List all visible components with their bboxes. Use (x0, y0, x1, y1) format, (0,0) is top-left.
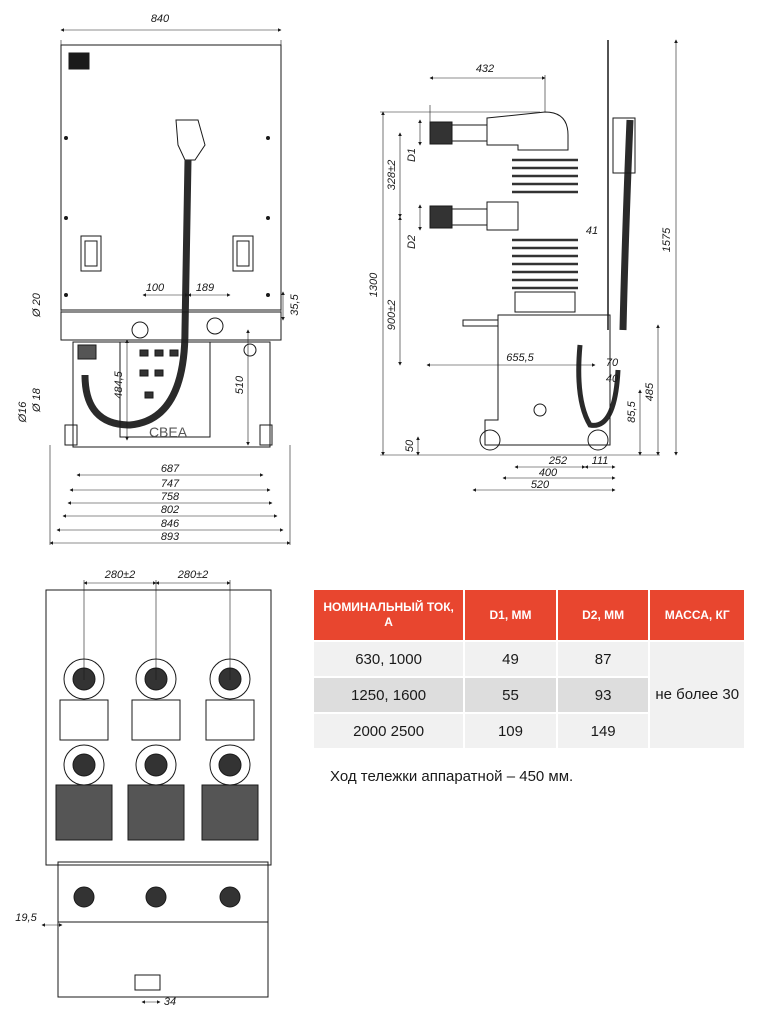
dim-100: 100 (146, 282, 165, 294)
dim-d20: Ø 20 (31, 292, 43, 318)
travel-note: Ход тележки аппаратной – 450 мм. (330, 768, 574, 785)
header-mass: МАССА, КГ (650, 590, 744, 640)
table-row: 2000 2500 109 149 (314, 714, 744, 748)
side-dimension-lines (381, 39, 678, 492)
dim-40: 40 (606, 373, 619, 385)
dim-35-5: 35,5 (289, 293, 301, 315)
cell-d2: 93 (557, 678, 649, 712)
cell-d2: 87 (557, 642, 649, 676)
pole-1 (55, 658, 113, 841)
cell-d1: 109 (465, 714, 556, 748)
bottom-dimension-labels: 280±2 280±2 19,5 34 (15, 569, 208, 1008)
dim-d2: D2 (406, 235, 418, 249)
dim-510: 510 (234, 375, 246, 394)
dim-1575: 1575 (661, 227, 673, 252)
front-dimension-labels: 840 100 189 35,5 Ø 20 484,5 510 Ø16 Ø 18… (17, 13, 301, 543)
bottom-view (45, 580, 272, 998)
front-view (49, 40, 291, 545)
dim-70: 70 (606, 357, 619, 369)
dim-758: 758 (161, 491, 180, 503)
dim-19-5: 19,5 (15, 912, 37, 924)
dim-1300: 1300 (368, 272, 380, 297)
cell-d1: 55 (465, 678, 556, 712)
dim-85-5: 85,5 (626, 400, 638, 422)
side-view (380, 40, 660, 456)
dim-111: 111 (592, 455, 609, 467)
cell-current: 630, 1000 (314, 642, 464, 676)
cell-current: 1250, 1600 (314, 678, 464, 712)
header-d2: D2, ММ (557, 590, 649, 640)
table-header-row: НОМИНАЛЬНЫЙ ТОК, А D1, ММ D2, ММ МАССА, … (314, 590, 744, 640)
dim-893: 893 (161, 531, 180, 543)
dim-485: 485 (644, 382, 656, 401)
bottom-dimension-lines (41, 581, 231, 1004)
dim-900: 900±2 (386, 300, 398, 331)
dim-484-5: 484,5 (113, 370, 125, 398)
dim-d16: Ø16 (17, 401, 29, 424)
pole-2 (127, 658, 185, 841)
dim-655-5: 655,5 (506, 352, 534, 364)
logo-text: СВЕА (149, 424, 188, 440)
dim-41: 41 (586, 225, 598, 237)
dim-280-right: 280±2 (177, 569, 209, 581)
header-d1: D1, ММ (465, 590, 556, 640)
dim-432: 432 (476, 63, 494, 75)
dim-840: 840 (151, 13, 170, 25)
table-row: 1250, 1600 55 93 (314, 678, 744, 712)
dim-d1: D1 (406, 148, 418, 162)
front-dimension-lines (49, 28, 291, 545)
dim-747: 747 (161, 478, 180, 490)
cell-d1: 49 (465, 642, 556, 676)
dim-520: 520 (531, 479, 550, 491)
pole-3 (201, 658, 259, 841)
dim-802: 802 (161, 504, 179, 516)
cell-d2: 149 (557, 714, 649, 748)
dim-50: 50 (404, 439, 416, 452)
spec-table: НОМИНАЛЬНЫЙ ТОК, А D1, ММ D2, ММ МАССА, … (312, 588, 746, 750)
cell-current: 2000 2500 (314, 714, 464, 748)
dim-687: 687 (161, 463, 180, 475)
dim-d18: Ø 18 (31, 387, 43, 413)
dim-34: 34 (164, 996, 176, 1008)
dim-280-left: 280±2 (104, 569, 136, 581)
dim-846: 846 (161, 518, 180, 530)
dim-189: 189 (196, 282, 214, 294)
table-row: 630, 1000 49 87 не более 30 (314, 642, 744, 748)
header-current: НОМИНАЛЬНЫЙ ТОК, А (314, 590, 464, 640)
dim-252: 252 (548, 455, 567, 467)
dim-400: 400 (539, 467, 558, 479)
side-dimension-labels: 432 D1 328±2 D2 1300 900±2 41 1575 655,5… (368, 63, 673, 491)
cell-mass: не более 30 (650, 642, 744, 748)
dim-328: 328±2 (386, 160, 398, 191)
